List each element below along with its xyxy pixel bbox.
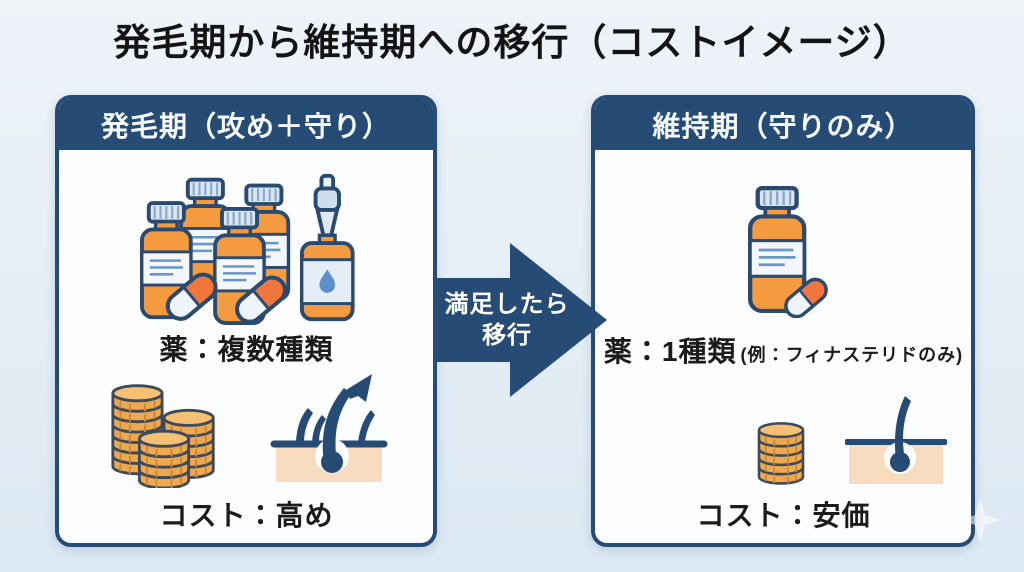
coin-stack-icon — [757, 422, 805, 485]
pill-bottles-dropper-capsules-icon — [140, 173, 355, 326]
pill-bottle-capsule-icon — [740, 186, 833, 318]
transition-arrow-label: 満足したら 移行 — [444, 290, 570, 349]
growth-medicine-label: 薬：複数種類 — [159, 334, 334, 365]
maintenance-medicine-label: 薬：1種類(例：フィナステリドのみ) — [603, 336, 964, 367]
growth-cost-label: コスト：高め — [159, 500, 334, 531]
maintenance-phase-header: 維持期（守りのみ） — [595, 99, 971, 150]
hair-follicle-icon — [845, 396, 947, 484]
hair-growth-arrow-icon — [270, 374, 388, 482]
page-title: 発毛期から維持期への移行（コストイメージ） — [113, 22, 911, 63]
maintenance-cost-label: コスト：安価 — [696, 500, 871, 531]
transition-arrow: 満足したら 移行 — [437, 243, 607, 397]
coin-stacks-icon — [111, 384, 215, 488]
growth-phase-header: 発毛期（攻め＋守り） — [59, 99, 433, 150]
maintenance-medicine-note: (例：フィナステリドのみ) — [740, 345, 964, 365]
